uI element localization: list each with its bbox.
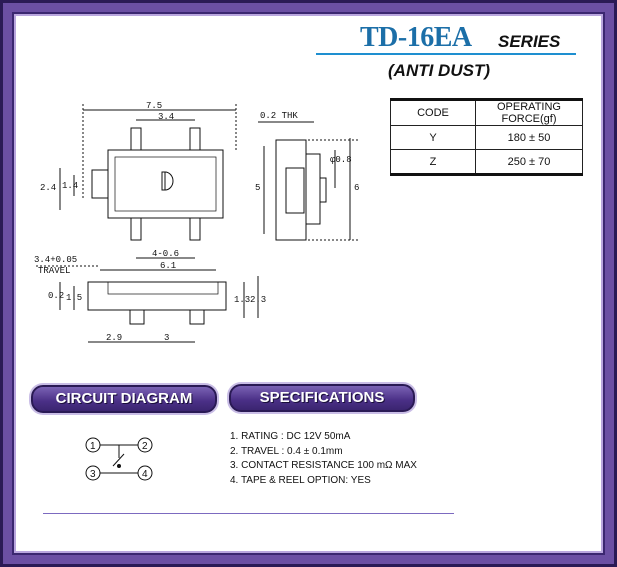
dim-2-3: 2.3: [250, 295, 266, 305]
title-rule: [316, 53, 576, 55]
table-row: Y 180 ± 50: [390, 125, 583, 150]
circuit-node-4: 4: [142, 469, 148, 480]
front-view-drawing: [36, 265, 259, 343]
table-cell-force: 250 ± 70: [475, 149, 583, 176]
dim-1-4: 1.4: [62, 181, 78, 191]
table-cell-force: 180 ± 50: [475, 125, 583, 150]
specifications-heading: SPECIFICATIONS: [229, 384, 415, 412]
series-label: SERIES: [498, 32, 561, 51]
dim-travel-tol: 3.4+0.05: [34, 255, 77, 265]
bottom-rule: [43, 513, 454, 514]
dim-1-3: 1.3: [234, 295, 250, 305]
product-subtitle: (ANTI DUST): [388, 61, 490, 80]
spec-item: 3. CONTACT RESISTANCE 100 mΩ MAX: [230, 460, 417, 471]
dim-1-5: 1.5: [66, 293, 82, 303]
table-header-code: CODE: [390, 98, 476, 126]
circuit-diagram-heading: CIRCUIT DIAGRAM: [31, 385, 217, 413]
dim-thk: 0.2 THK: [260, 111, 298, 121]
side-view-drawing: [258, 121, 360, 241]
product-title: TD-16EA: [360, 22, 472, 53]
dim-2-4: 2.4: [40, 183, 56, 193]
dim-0-2: 0.2: [48, 291, 64, 301]
top-view-drawing: [59, 104, 237, 259]
dim-dia: φ0.8: [330, 155, 352, 165]
dim-6: 6: [354, 183, 359, 193]
operating-force-table: CODE OPERATING FORCE(gf) Y 180 ± 50 Z 25…: [390, 98, 583, 176]
spec-item: 2. TRAVEL : 0.4 ± 0.1mm: [230, 445, 343, 457]
circuit-diagram: [85, 437, 153, 481]
dim-7-5: 7.5: [146, 101, 162, 111]
dim-travel: TRAVEL: [38, 266, 70, 276]
circuit-node-2: 2: [142, 441, 148, 452]
dim-5: 5: [255, 183, 260, 193]
circuit-diagram-label: CIRCUIT DIAGRAM: [55, 390, 193, 407]
dim-3-4: 3.4: [158, 112, 174, 122]
dim-3: 3: [164, 333, 169, 343]
spec-item: 4. TAPE & REEL OPTION: YES: [230, 474, 371, 486]
dim-6-1: 6.1: [160, 261, 176, 271]
table-row: Z 250 ± 70: [390, 149, 583, 176]
circuit-node-1: 1: [90, 441, 96, 452]
specifications-label: SPECIFICATIONS: [259, 389, 385, 406]
circuit-node-3: 3: [90, 469, 96, 480]
table-cell-code: Z: [390, 149, 476, 176]
dim-2-9: 2.9: [106, 333, 122, 343]
specifications-list: 1. RATING : DC 12V 50mA 2. TRAVEL : 0.4 …: [230, 430, 417, 488]
spec-item: 1. RATING : DC 12V 50mA: [230, 431, 351, 442]
dim-4-0-6: 4-0.6: [152, 249, 179, 259]
